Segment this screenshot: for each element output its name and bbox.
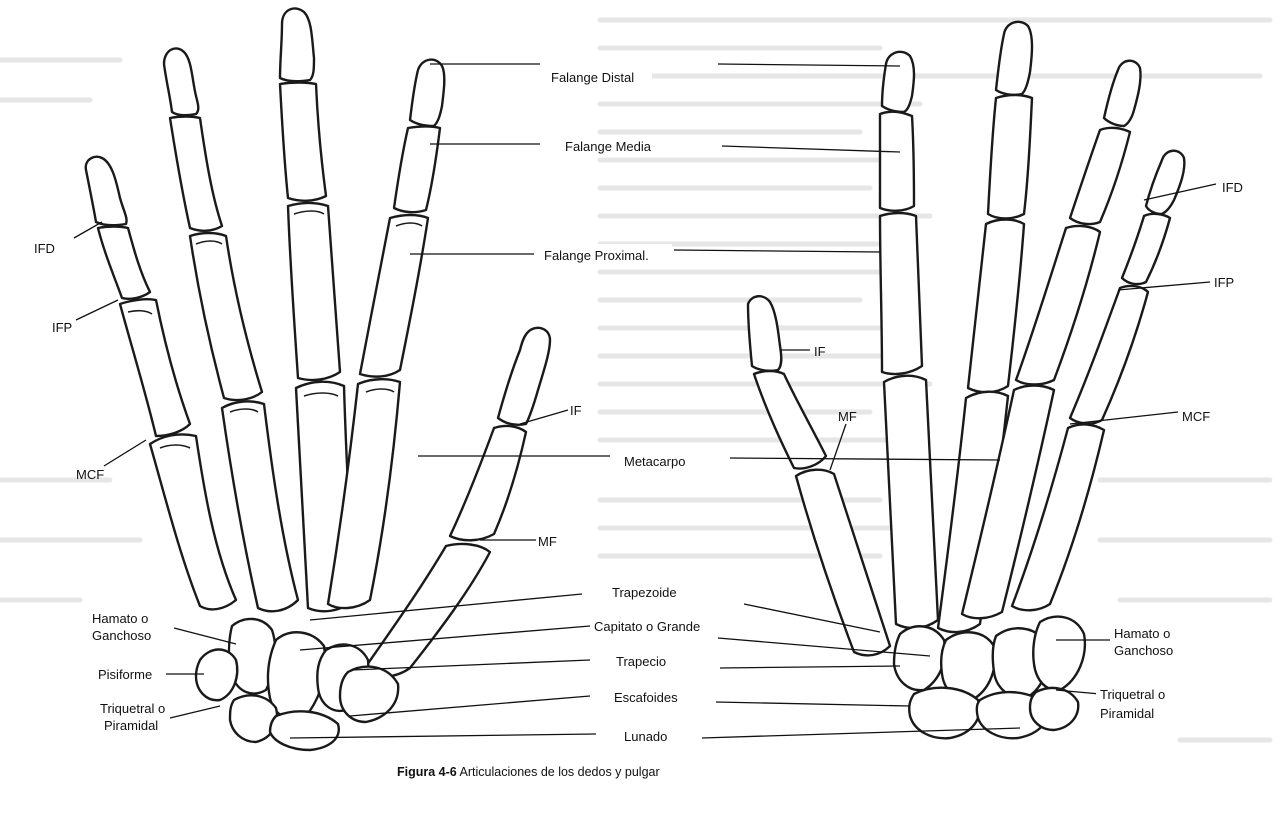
left-label-triquetral-line1: Triquetral o [100, 701, 165, 716]
right-label-hamato-line2: Ganchoso [1114, 643, 1173, 658]
right-thumb [746, 295, 892, 657]
left-ring-finger [162, 47, 300, 613]
label-lunado: Lunado [624, 729, 667, 744]
left-label-hamato-line1: Hamato o [92, 611, 148, 626]
right-little-finger [1010, 149, 1186, 612]
right-ring-finger [960, 59, 1142, 620]
left-label-ifd: IFD [34, 241, 55, 256]
label-falange-media: Falange Media [565, 139, 652, 154]
left-label-if: IF [570, 403, 582, 418]
label-capitato: Capitato o Grande [594, 619, 700, 634]
left-hand-illustration [84, 7, 552, 752]
left-index-finger [326, 58, 446, 610]
right-carpals [892, 615, 1087, 740]
right-label-mcf: MCF [1182, 409, 1210, 424]
right-label-hamato-line1: Hamato o [1114, 626, 1170, 641]
label-falange-distal: Falange Distal [551, 70, 634, 85]
label-trapecio: Trapecio [616, 654, 666, 669]
left-thumb [360, 326, 552, 679]
leader-lines [73, 63, 1217, 739]
right-middle-finger [936, 20, 1034, 634]
left-little-finger [84, 155, 238, 611]
left-label-hamato-line2: Ganchoso [92, 628, 151, 643]
label-trapezoide: Trapezoide [612, 585, 677, 600]
right-label-mf: MF [838, 409, 857, 424]
right-index-finger [878, 50, 940, 630]
left-label-mf: MF [538, 534, 557, 549]
label-falange-proximal: Falange Proximal. [544, 248, 649, 263]
right-hand-labels: IFD IFP MCF IF MF Hamato o Ganchoso Triq… [814, 170, 1270, 724]
center-labels: Falange Distal Falange Media Falange Pro… [534, 66, 720, 747]
left-hand-labels: IFD IFP MCF IF MF Hamato o Ganchoso Pisi… [34, 241, 582, 733]
label-metacarpo: Metacarpo [624, 454, 685, 469]
right-label-triquetral-line2: Piramidal [1100, 706, 1154, 721]
left-label-triquetral-line2: Piramidal [104, 718, 158, 733]
right-label-ifd: IFD [1222, 180, 1243, 195]
figure-caption-text: Articulaciones de los dedos y pulgar [457, 765, 660, 779]
left-carpals [194, 617, 400, 752]
label-escafoides: Escafoides [614, 690, 678, 705]
right-label-if: IF [814, 344, 826, 359]
figure-caption: Figura 4-6 Articulaciones de los dedos y… [397, 765, 660, 779]
left-label-mcf: MCF [76, 467, 104, 482]
left-label-ifp: IFP [52, 320, 72, 335]
figure-number: Figura 4-6 [397, 765, 457, 779]
right-label-triquetral-line1: Triquetral o [1100, 687, 1165, 702]
right-label-ifp: IFP [1214, 275, 1234, 290]
right-hand-illustration [746, 20, 1186, 740]
left-label-pisiforme: Pisiforme [98, 667, 152, 682]
